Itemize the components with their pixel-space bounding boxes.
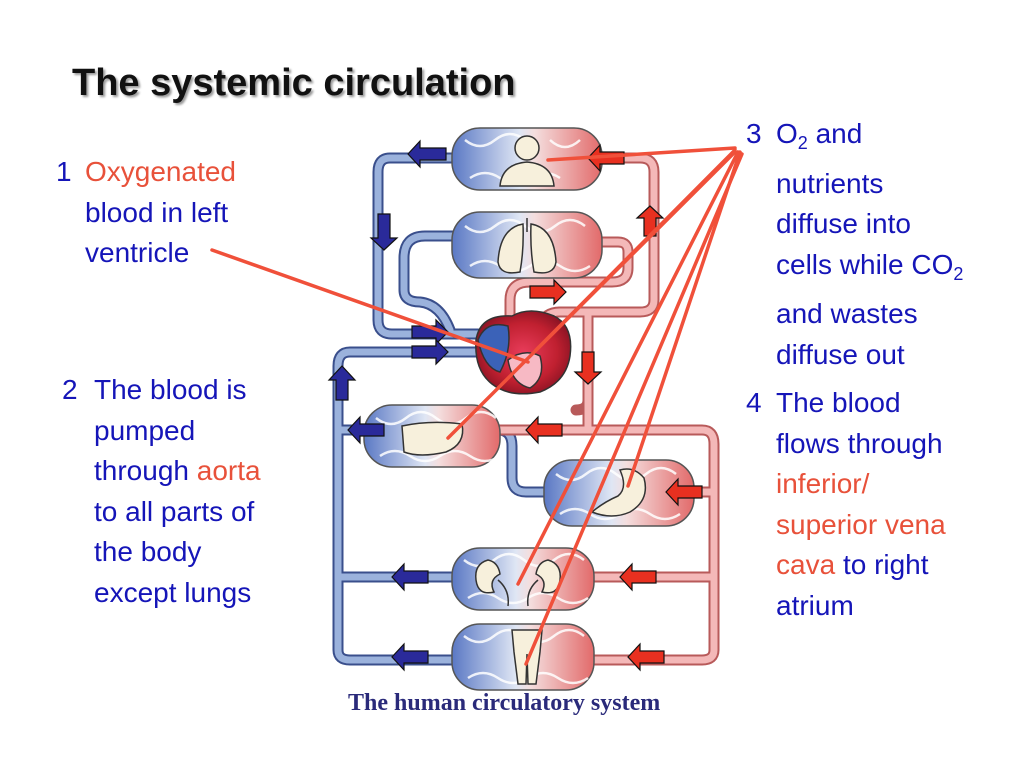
- liver-icon: [401, 421, 464, 456]
- note-4-line3: inferior/: [776, 468, 870, 499]
- arrow-blue-liver-out: [347, 415, 385, 445]
- note-4-line2: flows through: [776, 427, 943, 459]
- arrow-blue-up-ivc: [327, 365, 357, 401]
- flow-arrows: [327, 139, 703, 672]
- note-3-line4: cells while CO: [776, 248, 954, 280]
- slide-title: The systemic circulation: [72, 62, 516, 104]
- arrow-red-aorta-down: [573, 351, 603, 385]
- note-3-line3: diffuse into: [776, 208, 911, 239]
- diagram-caption: The human circulatory system: [348, 690, 661, 716]
- lungs-icon: [497, 218, 557, 274]
- note-1-number: 1: [56, 156, 72, 187]
- note-3-line1: and: [815, 118, 863, 149]
- head-icon: [499, 135, 555, 187]
- note-1-line3: ventricle: [85, 237, 190, 268]
- note-4-cava: cava: [776, 549, 836, 580]
- arrow-blue-head-out: [407, 139, 447, 169]
- stomach-icon: [590, 468, 647, 517]
- arrow-blue-into-heart-2: [411, 338, 449, 366]
- note-2-number: 2: [62, 374, 78, 405]
- arrow-red-liver-in: [525, 415, 563, 445]
- note-4-line6: atrium: [776, 589, 854, 621]
- note-1-line2: blood in left: [85, 196, 229, 228]
- pointer-note3-legs: [524, 152, 744, 666]
- note-4-number: 4: [746, 387, 762, 418]
- arrow-red-kidney-in: [619, 562, 657, 592]
- arrow-blue-kidney-out: [391, 562, 429, 592]
- kidneys-icon: [475, 559, 561, 607]
- pointer-note3-digestive: [626, 150, 742, 488]
- note-3-line5: and wastes: [776, 298, 918, 329]
- arrow-red-from-lungs: [529, 278, 567, 306]
- pointer-lines: [210, 146, 744, 666]
- note-4-line5: to right: [842, 549, 929, 580]
- note-3-line2: nutrients: [776, 167, 884, 199]
- note-2-line5: the body: [94, 536, 202, 567]
- note-4-line1: The blood: [776, 387, 901, 418]
- note-2-aorta: aorta: [196, 455, 261, 486]
- arrow-blue-into-heart-1: [411, 318, 449, 346]
- note-2-line2: pumped: [94, 414, 196, 446]
- note-1-highlight: Oxygenated: [85, 156, 236, 187]
- pointer-note3-kidney: [516, 150, 740, 586]
- heart-icon: [475, 310, 572, 395]
- note-3-line6: diffuse out: [776, 338, 905, 370]
- note-2-line1: The blood is: [94, 374, 247, 405]
- note-2-line6: except lungs: [94, 576, 252, 608]
- arrow-red-legs-in: [627, 642, 665, 672]
- note-2-line4: to all parts of: [94, 495, 255, 527]
- pointer-note3-liver: [446, 150, 737, 440]
- note-3-o2: O: [776, 118, 798, 149]
- pointer-note3-head: [546, 146, 737, 162]
- note-3-co2-subscript: 2: [953, 263, 964, 284]
- arrow-blue-legs-out: [391, 642, 429, 672]
- note-3-o2-subscript: 2: [797, 133, 808, 153]
- organ-icons: [401, 135, 647, 685]
- arrow-blue-down-left: [369, 213, 399, 251]
- pointer-note1-heart: [210, 248, 530, 364]
- arrow-red-digestive-in: [665, 477, 703, 507]
- note-2-line3: through: [94, 455, 189, 486]
- note-4-line4: superior vena: [776, 508, 946, 540]
- note-3-number: 3: [746, 118, 762, 149]
